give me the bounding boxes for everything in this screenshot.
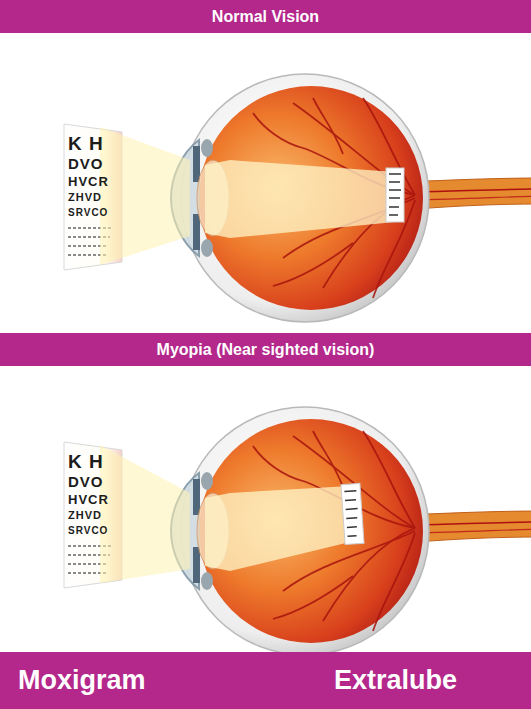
chart-letters: HVCR <box>68 493 109 506</box>
image-row <box>389 214 398 216</box>
band-title: Normal Vision <box>212 8 319 26</box>
light-cone <box>100 445 190 583</box>
image-row <box>345 499 356 501</box>
header-band: Myopia (Near sighted vision) <box>0 333 531 366</box>
image-row <box>389 189 401 191</box>
chart-letters: ZHVD <box>68 510 102 521</box>
image-row <box>347 526 357 528</box>
brand-name: Extralube <box>334 666 457 696</box>
image-row <box>389 181 400 183</box>
chart-letters: SRVCO <box>68 526 108 536</box>
chart-letters: DVO <box>68 156 104 171</box>
light-cone <box>205 486 350 571</box>
image-row <box>389 197 400 199</box>
image-row <box>346 508 358 510</box>
light-cone <box>205 160 395 238</box>
footer-band: Moxigram Extralube <box>0 652 531 709</box>
chart-letters: K H <box>68 452 104 471</box>
retina-image <box>386 168 404 222</box>
chart-letters: ZHVD <box>68 192 102 203</box>
chart-letters: HVCR <box>68 175 109 188</box>
eye-myopic <box>171 407 531 655</box>
eye-normal <box>171 74 531 322</box>
image-row <box>344 490 356 492</box>
chart-letters: SRVCO <box>68 208 108 218</box>
retina-image <box>341 483 364 544</box>
band-title: Myopia (Near sighted vision) <box>157 341 375 359</box>
chart-letters: K H <box>68 134 104 153</box>
light-cone <box>100 127 190 265</box>
retina-image-rows <box>344 491 359 537</box>
brand-name: Moxigram <box>18 666 146 696</box>
image-row <box>389 173 401 175</box>
image-row <box>389 206 399 208</box>
retina-image-rows <box>389 174 401 215</box>
image-row <box>348 535 357 537</box>
chart-letters: DVO <box>68 474 104 489</box>
header-band: Normal Vision <box>0 0 531 33</box>
image-row <box>346 517 357 519</box>
